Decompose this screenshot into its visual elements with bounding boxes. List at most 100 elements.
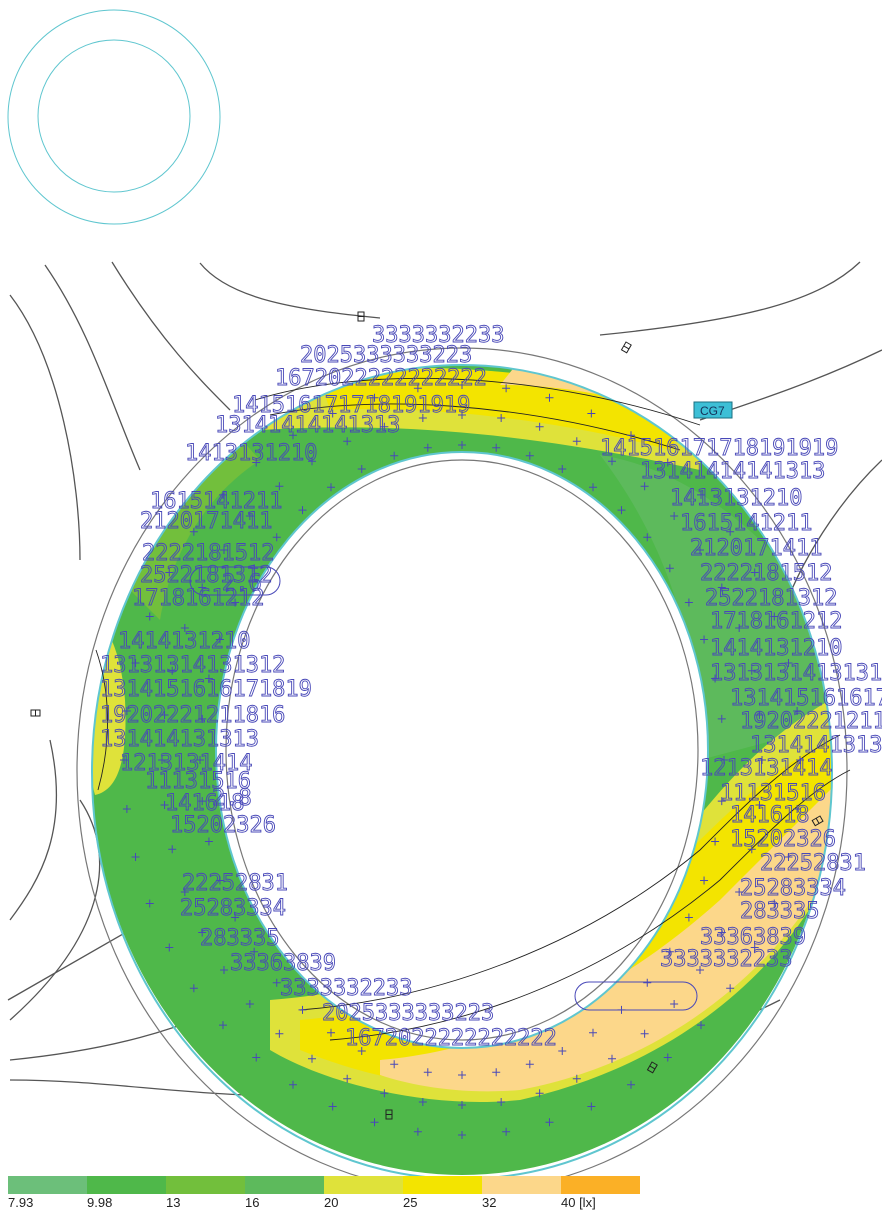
grid-point-marker xyxy=(131,853,140,862)
calculated-value-row: 1314151616171819 xyxy=(730,686,882,711)
calculated-value-row: 283335 xyxy=(200,926,279,951)
legend-label: 7.93 xyxy=(8,1195,33,1210)
grid-point-marker xyxy=(189,984,198,993)
grid-point-marker xyxy=(120,756,128,764)
calculated-value-row: 33363839 xyxy=(230,951,336,976)
zone-32-40-south xyxy=(380,770,832,1092)
calculated-value-row: 22252831 xyxy=(760,851,866,876)
grid-point-marker xyxy=(617,506,626,515)
calculated-value-row: 11131516 xyxy=(145,769,251,794)
calculated-value-row: 19202221211816 xyxy=(740,709,882,734)
grid-point-marker xyxy=(272,533,281,542)
calculated-value-row: 1615141211 xyxy=(680,511,812,536)
calculated-value-row: 1672022222222222 xyxy=(345,1026,557,1051)
calculated-value-row: 2522181312 xyxy=(705,586,837,611)
luminaire-icon xyxy=(620,341,632,354)
grid-point-marker xyxy=(747,666,756,675)
grid-point-marker xyxy=(357,1047,366,1056)
grid-point-marker xyxy=(735,888,744,897)
grid-point-marker xyxy=(198,928,207,937)
grid-point-marker xyxy=(215,876,224,885)
grid-point-marker xyxy=(717,797,726,806)
grid-point-marker xyxy=(700,635,709,644)
grid-point-marker xyxy=(589,1028,597,1037)
grid-point-marker xyxy=(589,483,597,492)
zone-16-20-east xyxy=(600,455,832,760)
calculated-value-row: 283335 xyxy=(740,899,819,924)
grid-point-marker xyxy=(380,1089,389,1098)
calculated-value-row: 15202326 xyxy=(730,827,836,852)
calculated-value-row: 11131516 xyxy=(720,781,826,806)
grid-point-marker xyxy=(750,943,759,952)
calculated-value-row: 141618 xyxy=(165,791,244,816)
grid-point-marker xyxy=(784,658,793,667)
calculated-value-row: 1213131414 xyxy=(700,756,832,781)
grid-point-marker xyxy=(684,913,693,922)
grid-point-marker xyxy=(122,707,131,716)
ring-inner-outline xyxy=(215,451,709,1049)
calculated-value-row: 13141414141313 xyxy=(215,413,400,438)
grid-point-marker xyxy=(502,384,511,393)
grid-point-marker xyxy=(165,943,174,952)
overview-outer-ring xyxy=(7,9,221,225)
grid-point-marker xyxy=(131,658,140,667)
legend-label: 25 xyxy=(403,1195,417,1210)
grid-point-marker xyxy=(663,458,672,467)
grid-point-marker xyxy=(160,710,169,719)
grid-tag-box xyxy=(693,401,733,419)
grid-point-marker xyxy=(327,483,335,492)
calculated-value-row: 13131314131312 xyxy=(710,661,882,686)
grid-point-marker xyxy=(250,947,259,956)
grid-point-marker xyxy=(663,1053,672,1062)
legend-swatch xyxy=(324,1176,403,1194)
grid-point-marker xyxy=(198,583,207,592)
luminaire-icon xyxy=(357,311,365,322)
grid-point-marker xyxy=(696,545,705,554)
grid-point-marker xyxy=(458,1101,466,1109)
grid-point-marker xyxy=(145,612,154,621)
grid-point-marker xyxy=(122,804,131,813)
grid-point-marker xyxy=(587,409,596,418)
grid-point-marker xyxy=(458,441,466,449)
grid-point-marker xyxy=(308,457,316,466)
grid-point-marker xyxy=(497,413,506,422)
grid-point-marker xyxy=(343,1074,352,1083)
grid-point-marker xyxy=(275,482,284,491)
grid-point-marker xyxy=(218,490,227,499)
grid-point-marker xyxy=(700,876,709,885)
calculated-value-row: 1413131210 xyxy=(670,486,802,511)
grid-point-marker xyxy=(458,1131,466,1139)
grid-point-marker xyxy=(165,568,174,577)
grid-point-marker xyxy=(418,1098,427,1107)
grid-point-marker xyxy=(735,623,744,632)
isolines xyxy=(95,377,851,1041)
grid-point-marker xyxy=(458,1071,466,1079)
grid-point-marker xyxy=(640,482,649,491)
grid-point-marker xyxy=(750,568,759,577)
grid-point-marker xyxy=(160,801,169,810)
calculated-value-row: 3333332233 xyxy=(660,947,792,972)
overview-inner-ring xyxy=(37,39,191,193)
legend-label: 9.98 xyxy=(87,1195,112,1210)
calculated-value-row: 3333332233 xyxy=(372,323,504,348)
grid-point-marker xyxy=(535,422,544,431)
legend-swatch xyxy=(166,1176,245,1194)
calculated-value-row: 1718161212 xyxy=(132,586,264,611)
grid-point-marker xyxy=(180,623,189,632)
grid-point-marker xyxy=(272,978,281,987)
grid-point-marker xyxy=(198,797,207,806)
grid-point-marker xyxy=(390,1060,399,1069)
grid-point-marker xyxy=(275,1029,284,1038)
grid-point-marker xyxy=(627,431,635,440)
grid-point-marker xyxy=(697,490,706,499)
grid-point-marker xyxy=(289,1080,297,1089)
calculated-value-row: 3333332233 xyxy=(280,976,412,1001)
calculated-value-row: 25283334 xyxy=(740,876,846,901)
grid-point-marker xyxy=(670,999,679,1008)
grid-point-marker xyxy=(770,899,779,908)
grid-point-marker xyxy=(717,583,726,592)
calculated-value-row: 1718161212 xyxy=(710,609,842,634)
grid-point-marker xyxy=(198,714,207,723)
calculated-value-row: 131414131313 xyxy=(750,733,882,758)
